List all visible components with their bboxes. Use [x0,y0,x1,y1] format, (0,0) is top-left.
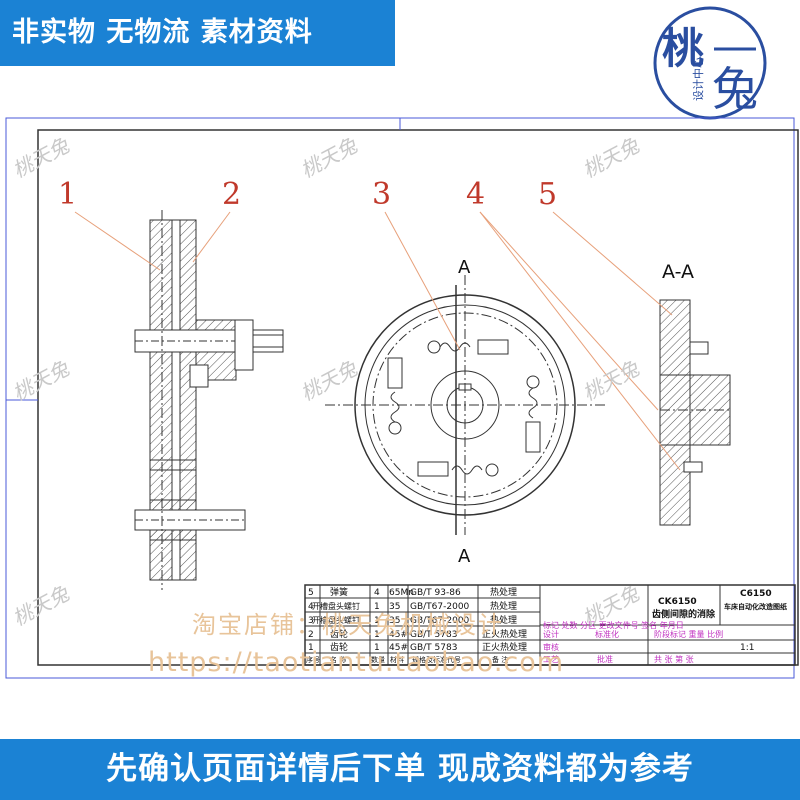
svg-text:数量: 数量 [371,655,385,664]
svg-text:65Mn: 65Mn [389,588,414,598]
svg-text:备 注: 备 注 [492,655,508,664]
svg-text:热处理: 热处理 [490,586,517,598]
section-mark-top: A [458,257,471,278]
svg-text:开槽盘头螺钉: 开槽盘头螺钉 [312,615,360,625]
callout-3: 3 [372,177,391,212]
svg-text:热处理: 热处理 [490,600,517,612]
parts-row-3: 3 开槽盘头螺钉 1 35 GB/T67-2000 热处理 [308,614,517,626]
url-watermark: https://taotiantu.taobao.com [148,647,565,678]
stage-row: 阶段标记 重量 比例 [654,629,723,639]
parts-row-5: 5 弹簧 4 65Mn GB/T 93-86 热处理 [308,586,517,598]
logo-rabbit-char: 兔 [712,62,758,116]
svg-text:2: 2 [308,630,314,640]
process-label: 工艺 [543,655,559,664]
leader-3 [384,211,461,351]
sheets-label: 共 张 第 张 [654,654,694,664]
section-mark-bottom: A [458,546,471,567]
svg-text:齿轮: 齿轮 [330,628,348,640]
project-name: 车床自动化改造图纸 [724,602,787,611]
top-banner: 非实物 无物流 素材资料 [0,0,395,66]
logo-side-chars: 设计中心 [692,57,705,101]
svg-text:1: 1 [374,616,380,626]
svg-text:规格及标准代号: 规格及标准代号 [412,655,461,664]
gear-assembly-side-view [134,210,284,590]
svg-text:1: 1 [374,643,380,653]
svg-text:3: 3 [308,616,314,626]
bottom-banner: 先确认页面详情后下单 现成资料都为参考 [0,739,800,800]
svg-text:齿轮: 齿轮 [330,641,348,653]
revision-row: 标记 处数 分区 更改文件号 签名 年月日 [543,620,684,630]
svg-text:1: 1 [308,643,314,653]
parts-row-1: 1 齿轮 1 45# GB/T 5783 正火热处理 [308,641,527,653]
shop-watermark: 淘宝店铺：桃天兔机械设计 [192,611,504,639]
svg-text:GB/T 5783: GB/T 5783 [410,630,457,640]
parts-row-2: 2 齿轮 1 45# GB/T 5783 正火热处理 [308,628,527,640]
svg-text:4: 4 [374,588,380,598]
svg-text:35: 35 [389,616,400,626]
callout-4: 4 [466,177,485,212]
section-view-label: A-A [662,261,694,283]
svg-text:材料: 材料 [390,655,404,664]
approve-label: 批准 [597,654,613,664]
svg-text:弹簧: 弹簧 [330,586,348,598]
svg-text:5: 5 [308,588,314,598]
svg-text:4: 4 [308,602,314,612]
svg-text:GB/T 5783: GB/T 5783 [410,643,457,653]
drawing-number: CK6150 [658,597,697,607]
leader-4a [479,211,681,471]
section-view-a-a [659,299,731,526]
design-label: 设计 [543,629,559,639]
svg-text:1: 1 [374,630,380,640]
project-number: C6150 [740,589,772,599]
svg-text:GB/T67-2000: GB/T67-2000 [410,616,470,626]
svg-text:1: 1 [374,602,380,612]
scale-value: 1:1 [740,643,754,653]
callout-2: 2 [222,177,241,212]
taotiantu-logo: 桃 设计中心 兔 [653,6,767,120]
leader-1 [74,211,161,271]
parts-row-4: 4 开槽盘头螺钉 1 35 GB/T67-2000 热处理 [308,600,517,612]
svg-text:GB/T67-2000: GB/T67-2000 [410,602,470,612]
svg-text:正火热处理: 正火热处理 [482,641,527,653]
svg-text:热处理: 热处理 [490,614,517,626]
leader-2 [192,211,231,263]
title-block [304,584,796,666]
svg-text:45#: 45# [389,630,408,640]
leader-5 [552,211,673,316]
check-label: 审核 [543,642,559,652]
gear-front-view [325,275,605,535]
callout-1: 1 [58,177,77,212]
standard-label: 标准化 [595,629,619,639]
svg-text:序号: 序号 [306,655,320,664]
parts-header: 序号 名 称 数量 材料 规格及标准代号 备 注 [306,655,508,664]
callout-5: 5 [538,177,557,212]
svg-text:45#: 45# [389,643,408,653]
svg-text:正火热处理: 正火热处理 [482,628,527,640]
drawing-name: 齿侧间隙的消除 [652,608,716,620]
leader-4b [479,211,659,411]
svg-text:35: 35 [389,602,400,612]
svg-text:GB/T 93-86: GB/T 93-86 [410,588,461,598]
svg-text:开槽盘头螺钉: 开槽盘头螺钉 [312,601,360,611]
svg-text:名 称: 名 称 [330,655,346,664]
logo-big-char: 桃 [662,24,704,73]
